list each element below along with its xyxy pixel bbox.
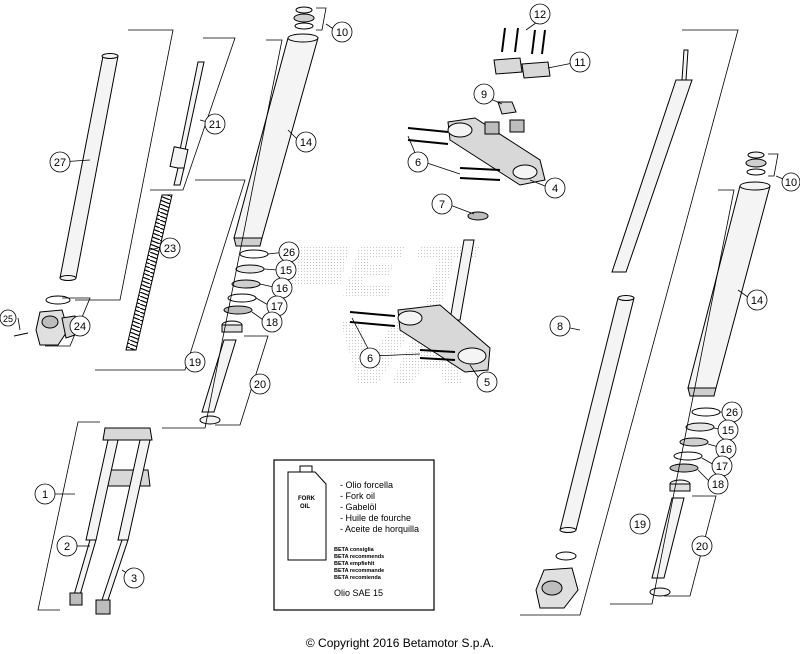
lower-triple-clamp-5 xyxy=(349,211,491,373)
callout-6a: 6 xyxy=(415,157,421,169)
fork-tube-8 xyxy=(535,49,693,609)
callout-9: 9 xyxy=(481,89,487,101)
risers-11-12 xyxy=(493,27,551,79)
upper-triple-clamp-4 xyxy=(407,117,546,186)
oil-line-5: - Aceite de horquilla xyxy=(340,524,419,534)
outer-tube-14-left xyxy=(233,6,319,247)
callout-15b: 15 xyxy=(722,425,734,437)
callout-5: 5 xyxy=(484,377,490,389)
callout-16b: 16 xyxy=(720,444,732,456)
spring-23 xyxy=(125,194,173,351)
callout-10a: 10 xyxy=(336,27,348,39)
callout-1: 1 xyxy=(42,489,48,501)
oil-grade: Olio SAE 15 xyxy=(334,588,383,598)
callout-23: 23 xyxy=(164,243,176,255)
bracket-8 xyxy=(520,29,739,616)
callout-11: 11 xyxy=(574,57,585,69)
bracket-21 xyxy=(150,37,236,191)
oil-line-3: - Gabelöl xyxy=(340,502,377,512)
bracket-1 xyxy=(37,421,100,611)
callout-17b: 17 xyxy=(716,461,728,473)
seal-stack-left xyxy=(223,249,269,315)
bracket-left-stack xyxy=(162,39,283,429)
callout-26a: 26 xyxy=(283,247,295,259)
oil-line-1: - Olio forcella xyxy=(340,480,393,490)
outer-tube-14-right xyxy=(687,151,771,397)
callout-2: 2 xyxy=(64,541,70,553)
callout-20b: 20 xyxy=(696,541,708,553)
callout-14b: 14 xyxy=(751,295,763,307)
bracket-10-left xyxy=(316,7,327,31)
bracket-23 xyxy=(95,179,246,371)
recommend-3: BETA empfiehlt xyxy=(334,561,375,567)
callout-7: 7 xyxy=(439,199,445,211)
oil-line-4: - Huile de fourche xyxy=(340,513,411,523)
callout-numbers: 10 12 11 9 6 4 7 6 5 14 21 27 26 15 16 1… xyxy=(3,9,797,585)
callout-15a: 15 xyxy=(280,265,292,277)
callout-20a: 20 xyxy=(254,379,266,391)
callout-16a: 16 xyxy=(276,283,288,295)
callout-19b: 19 xyxy=(634,519,646,531)
sleeve-19-right xyxy=(649,479,691,597)
callout-18b: 18 xyxy=(712,479,724,491)
callout-26b: 26 xyxy=(726,407,738,419)
callout-18a: 18 xyxy=(266,317,278,329)
callout-12: 12 xyxy=(534,9,546,21)
callout-6b: 6 xyxy=(367,353,373,365)
bracket-10-right xyxy=(768,153,779,177)
nut-9 xyxy=(497,101,517,115)
recommend-1: BETA consiglia xyxy=(334,547,375,553)
callout-10b: 10 xyxy=(785,177,797,189)
callout-3: 3 xyxy=(131,573,137,585)
bracket-27 xyxy=(75,29,174,301)
oil-line-2: - Fork oil xyxy=(340,491,375,501)
recommend-5: BETA recomienda xyxy=(334,575,382,581)
seal-24-parts xyxy=(13,295,79,346)
callout-27: 27 xyxy=(54,157,66,169)
can-label-1: FORK xyxy=(298,496,316,502)
bracket-right-stack xyxy=(610,189,735,605)
callout-25: 25 xyxy=(3,314,13,324)
fork-tube-27 xyxy=(59,53,119,281)
callout-24: 24 xyxy=(74,321,86,333)
can-label-2: OIL xyxy=(300,504,310,510)
callout-14a: 14 xyxy=(300,137,312,149)
callout-8: 8 xyxy=(557,321,563,333)
copyright-text: © Copyright 2016 Betamotor S.p.A. xyxy=(305,636,495,650)
callouts xyxy=(0,3,800,589)
callout-21: 21 xyxy=(209,119,221,131)
oil-info-box: FORK OIL - Olio forcella - Fork oil - Ga… xyxy=(273,459,435,611)
recommend-4: BETA recommande xyxy=(334,568,384,574)
callout-17a: 17 xyxy=(271,301,283,313)
fork-assembly-1 xyxy=(69,427,153,615)
recommend-2: BETA recommends xyxy=(334,554,384,560)
sleeve-19-left xyxy=(199,320,243,425)
seal-stack-right xyxy=(669,407,721,473)
callout-19a: 19 xyxy=(189,357,201,369)
callout-4: 4 xyxy=(552,183,558,195)
cartridge-rod-21 xyxy=(169,61,205,186)
